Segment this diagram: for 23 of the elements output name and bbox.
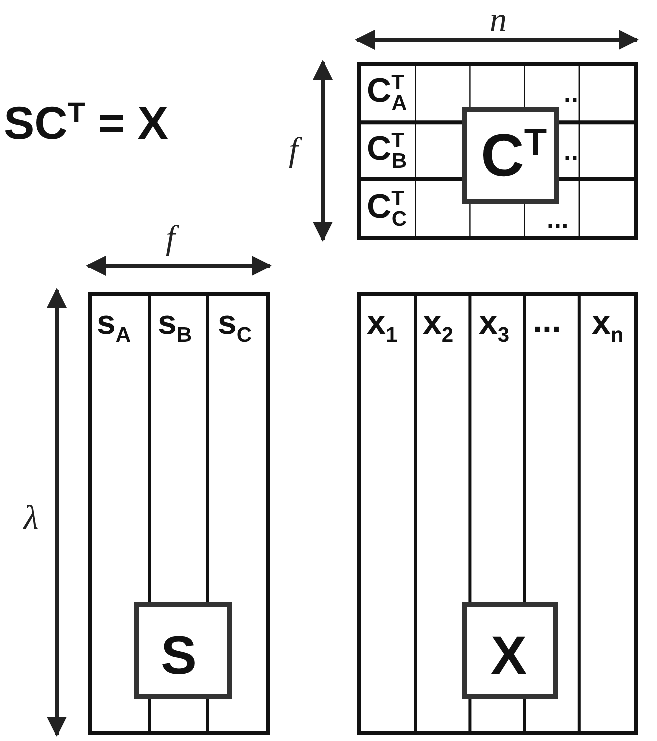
matrix-symbol: C$^{T}$ [481, 126, 548, 186]
column-label: x$_{1}$ [367, 306, 398, 340]
dimension-label: n [490, 4, 507, 38]
column-label: x$_{2}$ [423, 306, 454, 340]
ellipsis: ... [547, 206, 569, 232]
matrix-grid [357, 62, 638, 240]
matrix-grid [88, 292, 270, 735]
matrix-grid [357, 292, 638, 735]
matrix-symbol: S [161, 629, 198, 683]
equation: SC$^{T}$ = X [4, 100, 168, 146]
ellipsis: .. [564, 80, 578, 106]
dimension-label: λ [24, 502, 39, 536]
column-label: x$_{n}$ [592, 306, 624, 340]
column-label: s$_{C}$ [218, 306, 252, 340]
matrix-box [462, 107, 559, 204]
matrix-symbol: X [491, 629, 528, 683]
ellipsis: .. [564, 138, 578, 164]
matrix-box [462, 602, 558, 699]
ellipsis: ... [533, 304, 562, 338]
matrix-box [134, 602, 232, 699]
column-label: x$_{3}$ [479, 306, 510, 340]
column-label: s$_{B}$ [158, 306, 192, 340]
column-label: s$_{A}$ [97, 306, 132, 340]
